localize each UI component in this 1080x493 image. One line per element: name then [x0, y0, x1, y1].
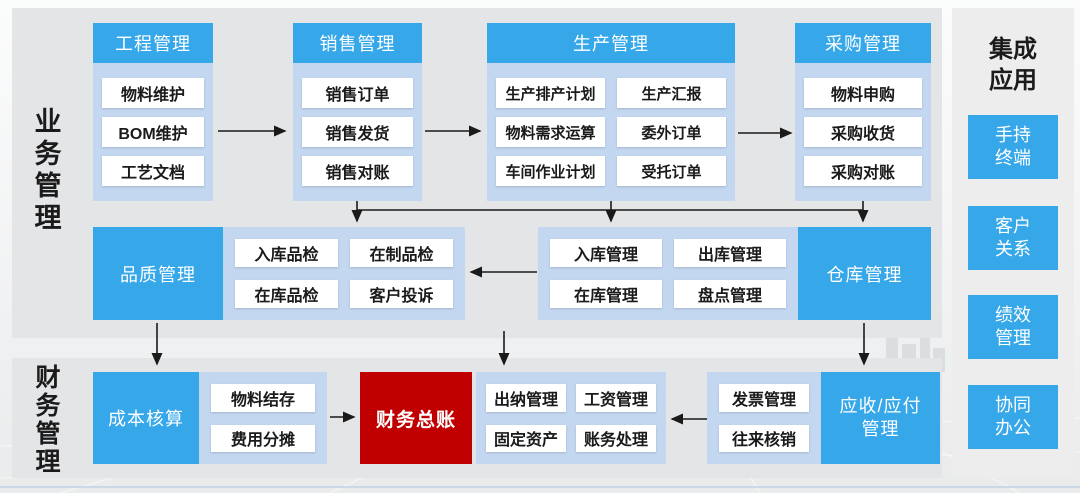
cost-accounting-box: 成本核算: [93, 372, 199, 464]
sidebar-item-collaborative-office: 协同办公: [968, 385, 1058, 449]
group-engineering-header: 工程管理: [93, 23, 213, 63]
invoice-items-group: 发票管理 往来核销: [707, 372, 821, 464]
general-ledger-box: 财务总账: [360, 372, 472, 464]
item-consignment-order: 受托订单: [617, 156, 726, 186]
item-stocktaking-management: 盘点管理: [674, 280, 786, 308]
sidebar-item-label: 协同办公: [995, 394, 1031, 438]
finance-section-label: 财务管理: [35, 364, 61, 476]
item-workshop-plan: 车间作业计划: [496, 156, 605, 186]
sidebar-item-label: 绩效管理: [995, 304, 1031, 348]
group-procurement-header: 采购管理: [795, 23, 931, 63]
item-stock-management: 在库管理: [550, 280, 662, 308]
item-incoming-inspection: 入库品检: [235, 239, 338, 267]
group-procurement: 采购管理 物料申购 采购收货 采购对账: [795, 23, 931, 201]
item-material-requisition: 物料申购: [804, 78, 922, 108]
item-inprocess-inspection: 在制品检: [350, 239, 453, 267]
business-section-label: 业务管理: [34, 107, 62, 233]
cashier-items-group: 出纳管理 工资管理 固定资产 账务处理: [476, 372, 666, 464]
item-material-maintenance: 物料维护: [102, 78, 204, 108]
item-invoice-management: 发票管理: [719, 384, 809, 412]
group-production: 生产管理 生产排产计划 生产汇报 物料需求运算 委外订单 车间作业计划 受托订单: [487, 23, 735, 201]
item-purchase-receiving: 采购收货: [804, 117, 922, 147]
item-outbound-management: 出库管理: [674, 239, 786, 267]
item-mrp-calculation: 物料需求运算: [496, 117, 605, 147]
item-payroll-management: 工资管理: [576, 384, 656, 412]
item-outsourcing-order: 委外订单: [617, 117, 726, 147]
item-fixed-assets: 固定资产: [486, 424, 566, 452]
sidebar-item-label: 手持终端: [995, 124, 1031, 168]
sidebar-item-label: 客户关系: [995, 215, 1031, 259]
cost-items-group: 物料结存 费用分摊: [199, 372, 327, 464]
group-sales: 销售管理 销售订单 销售发货 销售对账: [293, 23, 422, 201]
item-production-report: 生产汇报: [617, 78, 726, 108]
warehouse-items-group: 入库管理 出库管理 在库管理 盘点管理: [538, 227, 798, 320]
warehouse-management-box: 仓库管理: [798, 227, 931, 320]
sidebar-item-handheld-terminal: 手持终端: [968, 115, 1058, 179]
item-process-document: 工艺文档: [102, 156, 204, 186]
quality-items-group: 入库品检 在制品检 在库品检 客户投诉: [223, 227, 465, 320]
group-engineering: 工程管理 物料维护 BOM维护 工艺文档: [93, 23, 213, 201]
group-sales-header: 销售管理: [293, 23, 422, 63]
item-production-scheduling: 生产排产计划: [496, 78, 605, 108]
item-expense-allocation: 费用分摊: [211, 424, 315, 452]
ar-ap-line2: 管理: [861, 419, 900, 439]
bottom-accent-line: [0, 486, 1080, 488]
sidebar-item-performance-management: 绩效管理: [968, 295, 1058, 359]
item-sales-delivery: 销售发货: [302, 117, 413, 147]
item-bom-maintenance: BOM维护: [102, 117, 204, 147]
ar-ap-line1: 应收/应付: [839, 395, 922, 416]
item-sales-order: 销售订单: [302, 78, 413, 108]
item-material-balance: 物料结存: [211, 384, 315, 412]
item-cashier-management: 出纳管理: [486, 384, 566, 412]
sidebar-title-text: 集成应用: [989, 36, 1037, 95]
sidebar-title: 集成应用: [952, 34, 1074, 96]
group-production-header: 生产管理: [487, 23, 735, 63]
item-current-writeoff: 往来核销: [719, 424, 809, 452]
item-purchase-reconciliation: 采购对账: [804, 156, 922, 186]
item-accounting-processing: 账务处理: [576, 424, 656, 452]
sidebar-item-customer-relations: 客户关系: [968, 206, 1058, 270]
item-customer-complaint: 客户投诉: [350, 280, 453, 308]
item-sales-reconciliation: 销售对账: [302, 156, 413, 186]
item-stock-inspection: 在库品检: [235, 280, 338, 308]
item-inbound-management: 入库管理: [550, 239, 662, 267]
quality-management-box: 品质管理: [93, 227, 223, 320]
ar-ap-management-box: 应收/应付 管理: [821, 372, 940, 464]
